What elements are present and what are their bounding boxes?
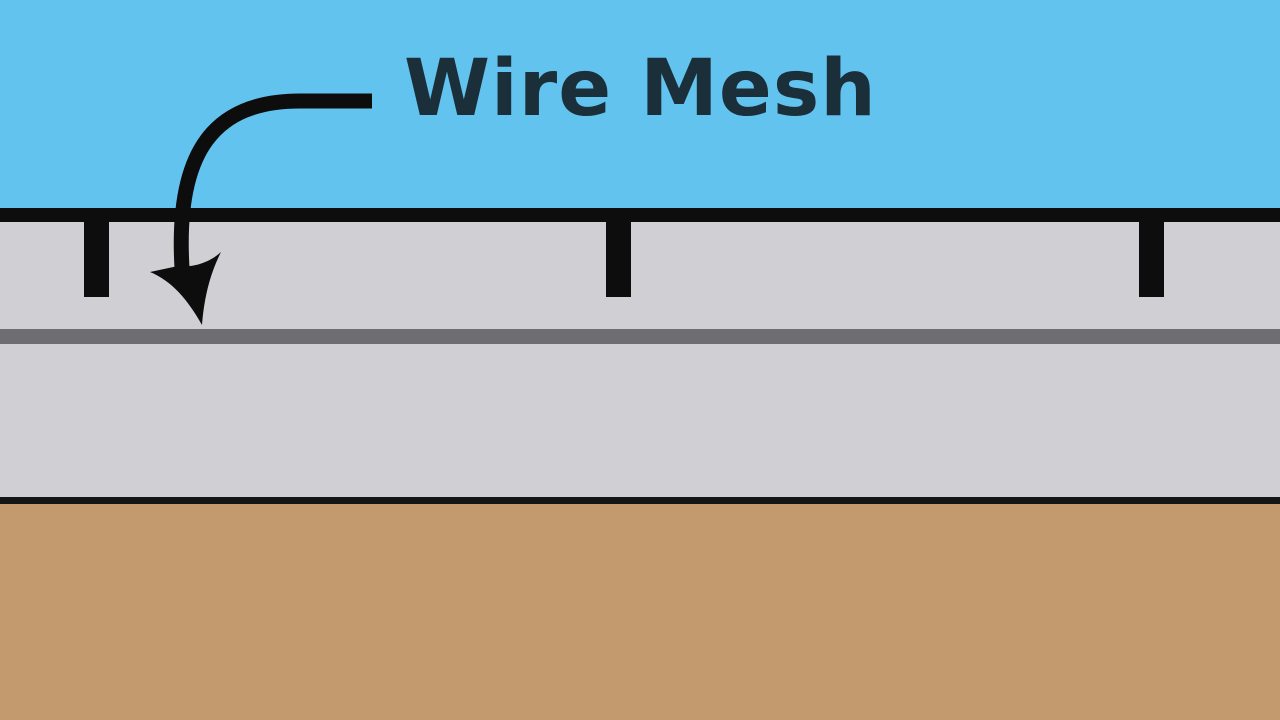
sky-background bbox=[0, 0, 1280, 210]
control-joint-3 bbox=[1139, 222, 1164, 297]
arrow-head bbox=[150, 252, 221, 325]
slab-top-edge bbox=[0, 208, 1280, 222]
wire-mesh-line bbox=[0, 329, 1280, 344]
wire-mesh-label: Wire Mesh bbox=[404, 44, 877, 134]
arrow-shaft bbox=[173, 93, 372, 269]
ground-soil bbox=[0, 504, 1280, 720]
control-joint-1 bbox=[84, 222, 109, 297]
slab-bottom-edge bbox=[0, 497, 1280, 504]
control-joint-2 bbox=[606, 222, 631, 297]
